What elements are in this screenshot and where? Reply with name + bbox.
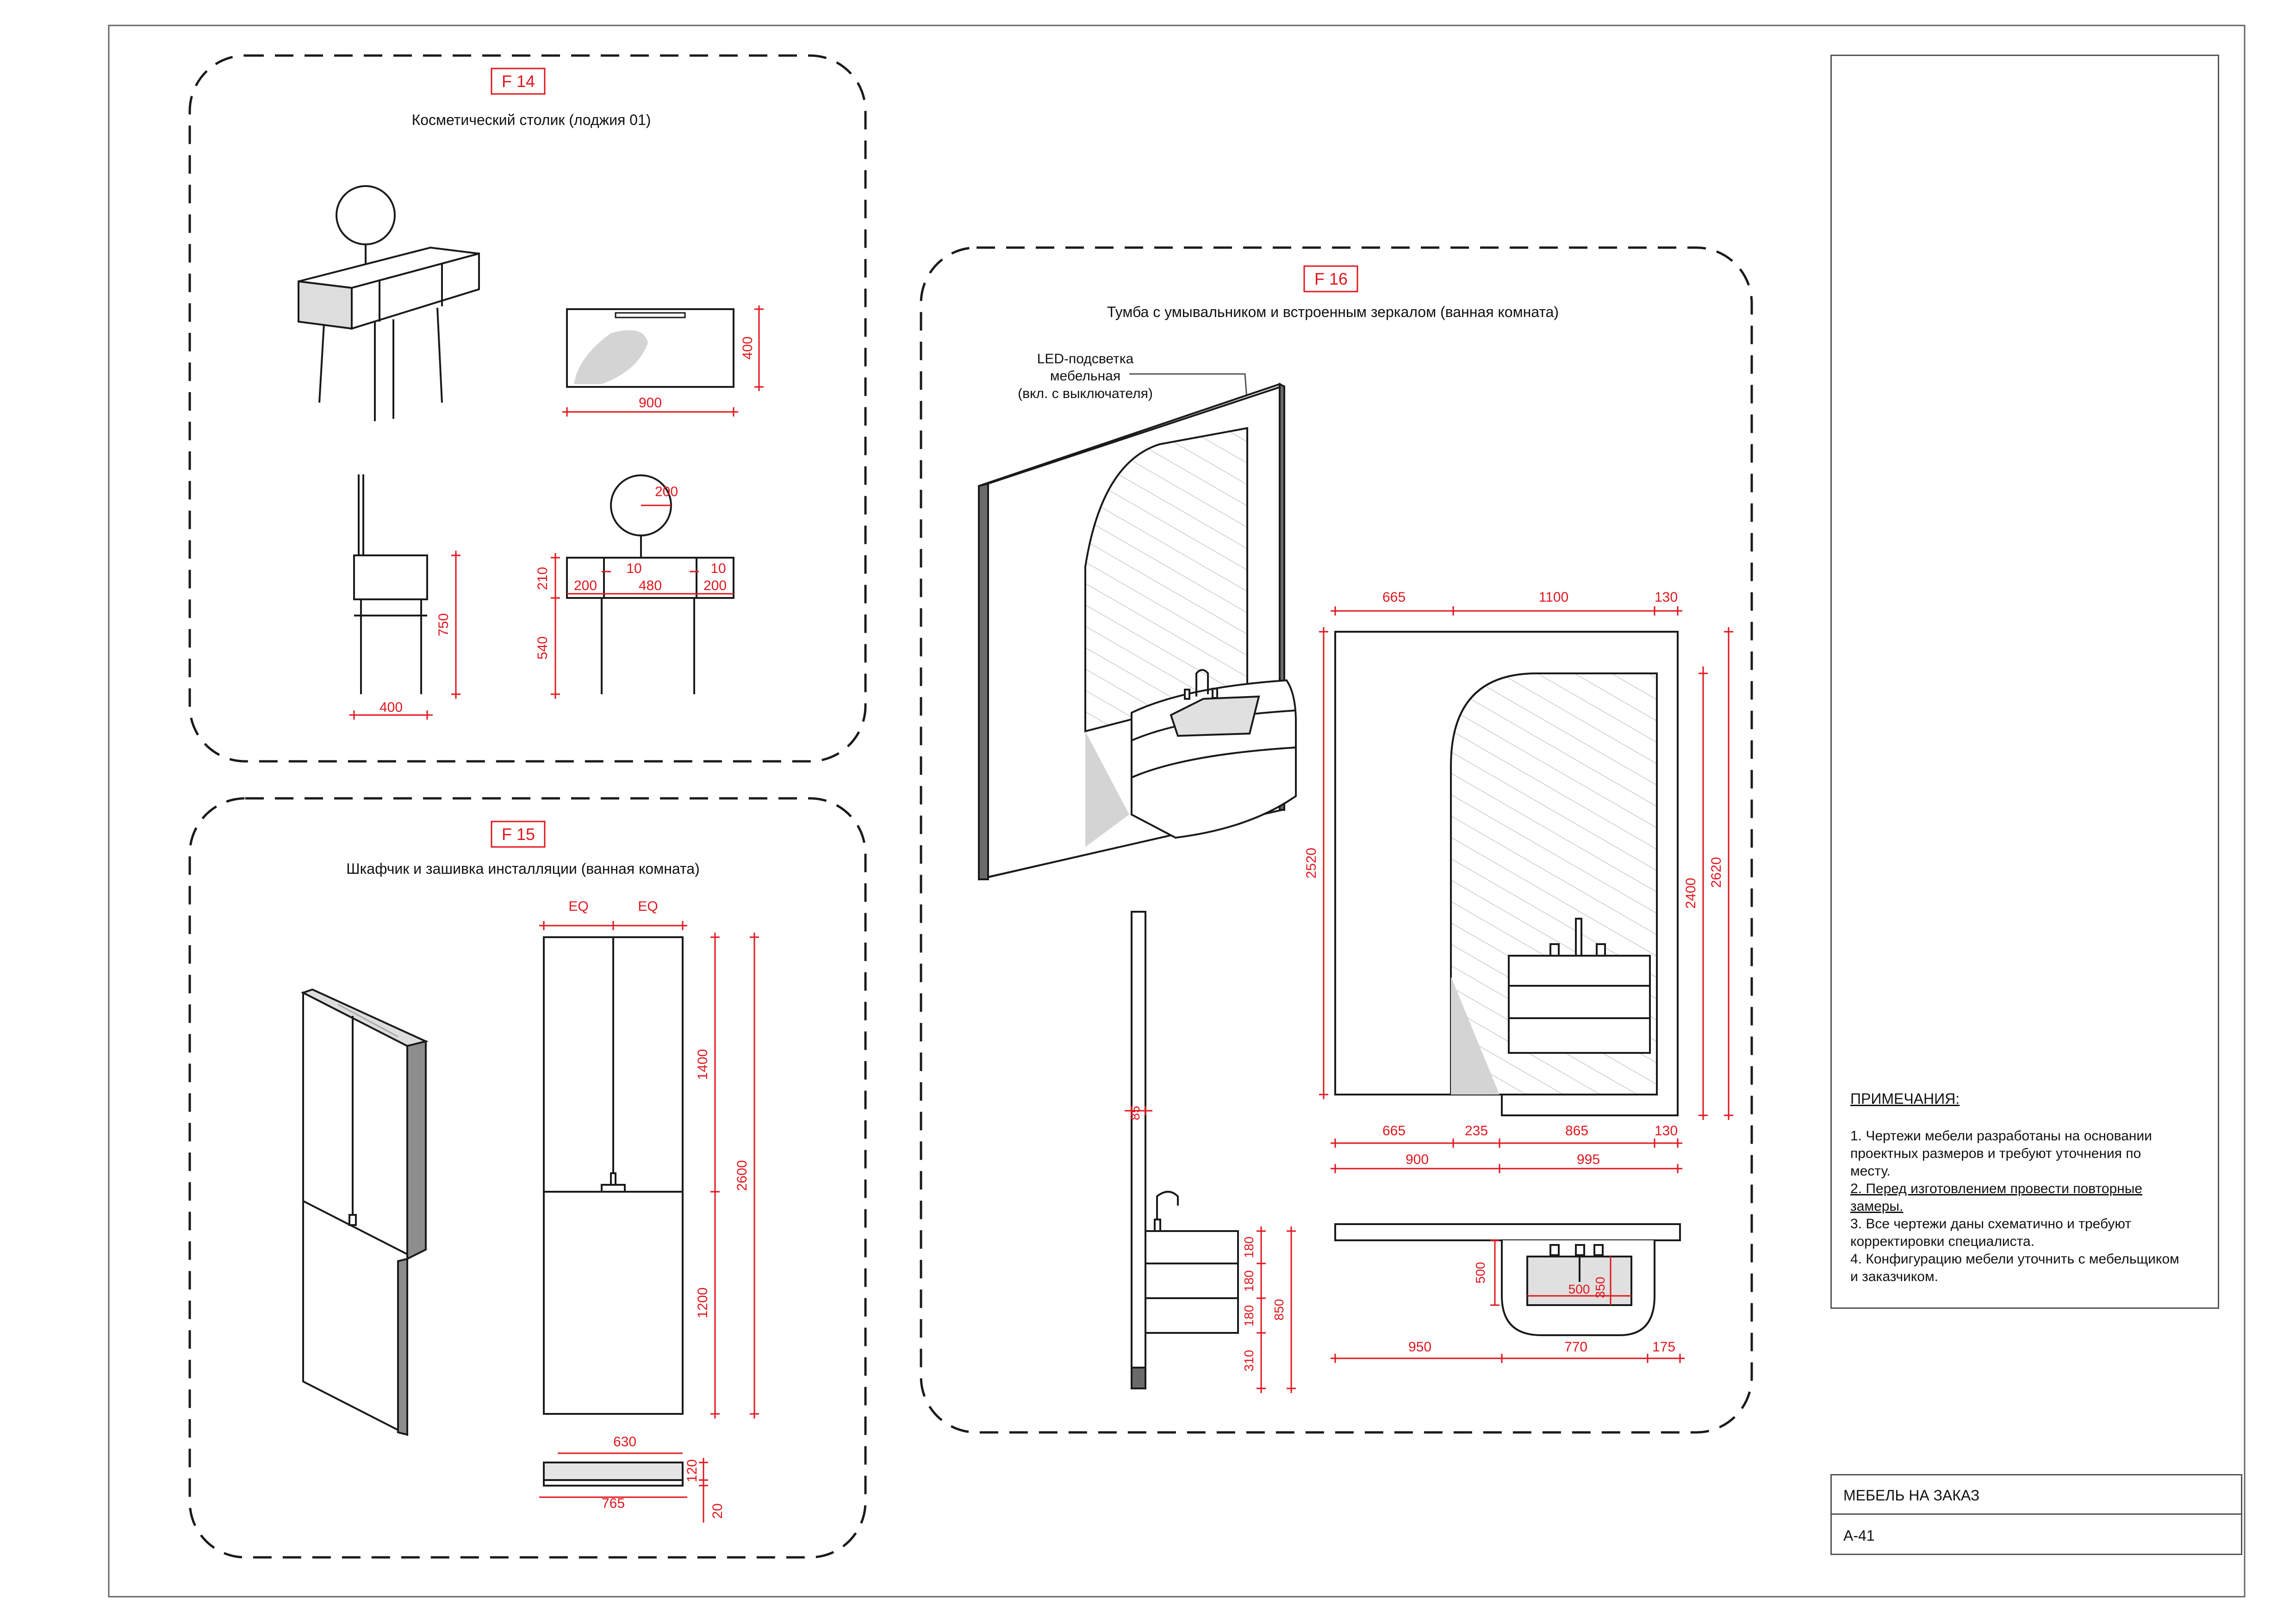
f14-title: Косметический столик (лоджия 01) [412, 112, 651, 128]
note-line-4: 2. Перед изготовлением провести повторны… [1850, 1181, 2142, 1196]
f16-dim-bot-130: 130 [1655, 1123, 1678, 1139]
f15-dim-upper: 1400 [695, 1049, 710, 1080]
f14-dim-drawer-mid: 480 [639, 578, 662, 593]
f15-dim-eq-right: EQ [638, 899, 658, 914]
f16-dim-side-850: 850 [1272, 1299, 1286, 1321]
f16-dim-top-665: 665 [1382, 590, 1406, 605]
note-line-8: 4. Конфигурацию мебели уточнить с мебель… [1850, 1251, 2179, 1267]
notes-panel: ПРИМЕЧАНИЯ: 1. Чертежи мебели разработан… [1830, 55, 2219, 1309]
f16-dim-bot-865: 865 [1565, 1123, 1588, 1139]
f16-dim-bot-235: 235 [1465, 1123, 1488, 1139]
f15-section: F 15 Шкафчик и зашивка инсталляции (ванн… [188, 797, 867, 1559]
f14-dim-gap-left: 10 [626, 561, 641, 576]
f16-side-section [1131, 911, 1239, 1389]
f15-tag: F 15 [502, 825, 535, 844]
f16-dim-plan-175: 175 [1652, 1339, 1675, 1355]
f14-side-view [353, 474, 428, 694]
f16-front-elevation [1334, 631, 1679, 1116]
f16-boundary [920, 246, 1753, 1434]
f16-dim-top-130: 130 [1655, 590, 1678, 605]
f14-tag-box [491, 68, 546, 95]
f14-dim-top-depth: 400 [740, 336, 755, 360]
title-block-sheet-number: А-41 [1843, 1527, 1875, 1544]
f15-boundary [188, 797, 867, 1559]
f16-dim-bot-995: 995 [1577, 1152, 1600, 1167]
note-line-1: 1. Чертежи мебели разработаны на основан… [1850, 1128, 2152, 1144]
f14-boundary [188, 54, 867, 763]
f15-dim-plan-outer: 765 [602, 1496, 625, 1511]
f16-dim-top-1100: 1100 [1539, 590, 1569, 605]
f14-dim-leg-height: 540 [535, 636, 550, 660]
sheet-frame [108, 25, 2246, 1598]
note-line-6: 3. Все чертежи даны схематично и требуют [1850, 1216, 2131, 1232]
notes-title: ПРИМЕЧАНИЯ: [1850, 1090, 1960, 1107]
f15-dim-lower: 1200 [695, 1288, 710, 1319]
f16-tag-box [1303, 265, 1358, 292]
f16-dim-side-85: 85 [1128, 1106, 1142, 1120]
f14-section: F 14 Косметический столик (лоджия 01) [188, 54, 867, 763]
f16-led-note-line2: мебельная [1050, 368, 1120, 384]
f15-cabinet-front [543, 936, 684, 1415]
f14-front-view [566, 474, 734, 694]
f16-dim-h-2400: 2400 [1683, 878, 1699, 909]
f15-cabinet-isometric [300, 988, 429, 1437]
f14-dim-side-depth: 400 [380, 700, 403, 715]
f14-vanity-isometric [298, 185, 480, 421]
f16-dim-plan-500: 500 [1473, 1262, 1487, 1284]
f16-dim-plan-350: 350 [1593, 1277, 1607, 1299]
f16-dim-plan-500b: 500 [1568, 1282, 1590, 1296]
f15-title: Шкафчик и зашивка инсталляции (ванная ко… [346, 860, 699, 877]
f16-title: Тумба с умывальником и встроенным зеркал… [1107, 304, 1559, 320]
f16-dim-bot-900: 900 [1406, 1152, 1429, 1167]
f14-dim-drawer-right: 200 [703, 578, 727, 593]
title-block-name: МЕБЕЛЬ НА ЗАКАЗ [1843, 1487, 1980, 1504]
note-line-7: корректировки специалиста. [1850, 1234, 2035, 1249]
f14-dim-top-width: 900 [639, 395, 662, 411]
f16-dim-h-2520: 2520 [1304, 848, 1319, 879]
f15-cabinet-plan [543, 1462, 684, 1487]
f16-plan [1334, 1223, 1681, 1336]
f16-dim-plan-770: 770 [1564, 1339, 1587, 1355]
f16-led-note-line3: (вкл. с выключателя) [1018, 386, 1153, 401]
f14-tag: F 14 [502, 72, 535, 91]
f14-dim-drawer-height: 210 [535, 567, 550, 590]
note-line-2: проектных размеров и требуют уточнения п… [1850, 1146, 2141, 1161]
f14-dim-drawer-left: 200 [574, 578, 597, 593]
f16-tag: F 16 [1314, 269, 1348, 288]
title-block: МЕБЕЛЬ НА ЗАКАЗ А-41 [1830, 1474, 2242, 1555]
f14-dim-gap-right: 10 [710, 561, 726, 576]
f16-isometric [978, 382, 1297, 881]
notes-list: 1. Чертежи мебели разработаны на основан… [1850, 1127, 2211, 1286]
note-line-5: замеры. [1850, 1199, 1904, 1214]
f15-dim-plan-inner: 630 [613, 1434, 636, 1450]
f16-dim-h-2620: 2620 [1709, 857, 1724, 888]
f16-led-note-line1: LED-подсветка [1037, 351, 1134, 367]
f16-dim-side-180b: 180 [1242, 1270, 1256, 1292]
note-line-9: и заказчиком. [1850, 1269, 1938, 1284]
f16-dim-side-180c: 180 [1242, 1305, 1256, 1327]
f16-dim-plan-950: 950 [1408, 1339, 1431, 1355]
f14-dim-side-height: 750 [436, 613, 451, 636]
f15-tag-box [491, 821, 546, 848]
f14-top-view: 900 400 [562, 305, 764, 417]
f16-dim-bot-665: 665 [1382, 1123, 1406, 1139]
title-block-name-row: МЕБЕЛЬ НА ЗАКАЗ [1832, 1475, 2241, 1515]
f16-dim-side-310: 310 [1242, 1350, 1256, 1372]
f14-dim-mirror: 200 [655, 484, 678, 499]
note-line-3: месту. [1850, 1164, 1891, 1179]
f15-dim-plan-depth: 120 [684, 1459, 700, 1482]
f15-dim-eq-left: EQ [568, 899, 588, 914]
f16-section: F 16 Тумба с умывальником и встроенным з… [920, 246, 1753, 1434]
f15-dim-plan-panel: 20 [710, 1503, 725, 1518]
f15-dim-total: 2600 [734, 1160, 750, 1191]
f16-dim-side-180a: 180 [1242, 1237, 1256, 1258]
